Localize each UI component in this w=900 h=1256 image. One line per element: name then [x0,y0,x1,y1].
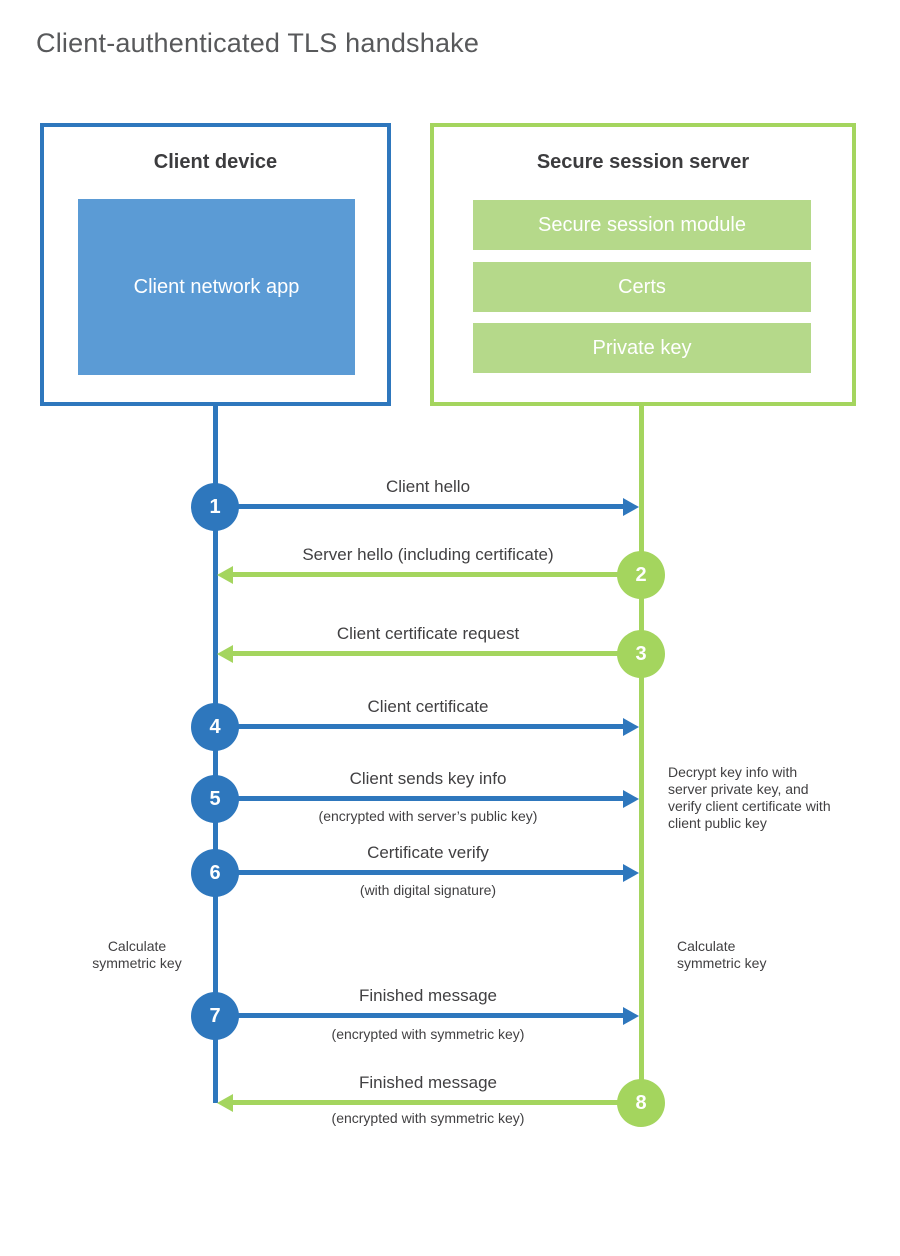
arrowhead-right-icon [623,718,639,736]
client-device-title: Client device [153,151,278,173]
message-arrow-right [217,724,623,729]
arrowhead-left-icon [217,566,233,584]
client-device-box: Client device Client network app [40,123,391,406]
server-lifeline [639,406,644,1126]
step-circle-6: 6 [191,849,239,897]
message-sublabel: (encrypted with symmetric key) [331,1110,525,1126]
arrowhead-right-icon [623,864,639,882]
arrowhead-right-icon [623,790,639,808]
server-module-private-key: Private key [473,323,811,373]
note-calculate-symmetric-key-server: Calculate symmetric key [677,938,767,971]
step-circle-5: 5 [191,775,239,823]
message-arrow-left [233,1100,641,1105]
message-arrow-left [233,651,641,656]
arrowhead-left-icon [217,1094,233,1112]
step-circle-4: 4 [191,703,239,751]
client-network-app-label: Client network app [133,276,300,298]
secure-session-server-title: Secure session server [536,151,750,173]
message-sublabel: (with digital signature) [359,882,497,898]
message-arrow-right [217,1013,623,1018]
step-circle-2: 2 [617,551,665,599]
message-arrow-right [217,870,623,875]
client-network-app-box: Client network app [78,199,355,375]
message-label: Certificate verify [367,843,489,862]
message-sublabel: (encrypted with server’s public key) [318,808,538,824]
step-circle-3: 3 [617,630,665,678]
note-decrypt-key-info: Decrypt key info with server private key… [668,764,831,831]
message-arrow-left [233,572,641,577]
page-title: Client-authenticated TLS handshake [36,28,480,58]
message-label: Server hello (including certificate) [302,545,554,564]
message-label: Client hello [385,477,471,496]
note-calculate-symmetric-key-client: Calculate symmetric key [92,938,182,971]
message-label: Client certificate [367,697,489,716]
client-lifeline [213,406,218,1103]
message-label: Finished message [359,986,497,1005]
message-arrow-right [217,504,623,509]
message-label: Finished message [359,1073,497,1092]
message-label: Client sends key info [349,769,507,788]
step-circle-7: 7 [191,992,239,1040]
arrowhead-right-icon [623,498,639,516]
step-circle-8: 8 [617,1079,665,1127]
server-module-secure-session: Secure session module [473,200,811,250]
arrowhead-left-icon [217,645,233,663]
message-sublabel: (encrypted with symmetric key) [331,1026,525,1042]
secure-session-server-box: Secure session server Secure session mod… [430,123,856,406]
server-module-certs: Certs [473,262,811,312]
message-label: Client certificate request [336,624,520,643]
step-circle-1: 1 [191,483,239,531]
arrowhead-right-icon [623,1007,639,1025]
message-arrow-right [217,796,623,801]
